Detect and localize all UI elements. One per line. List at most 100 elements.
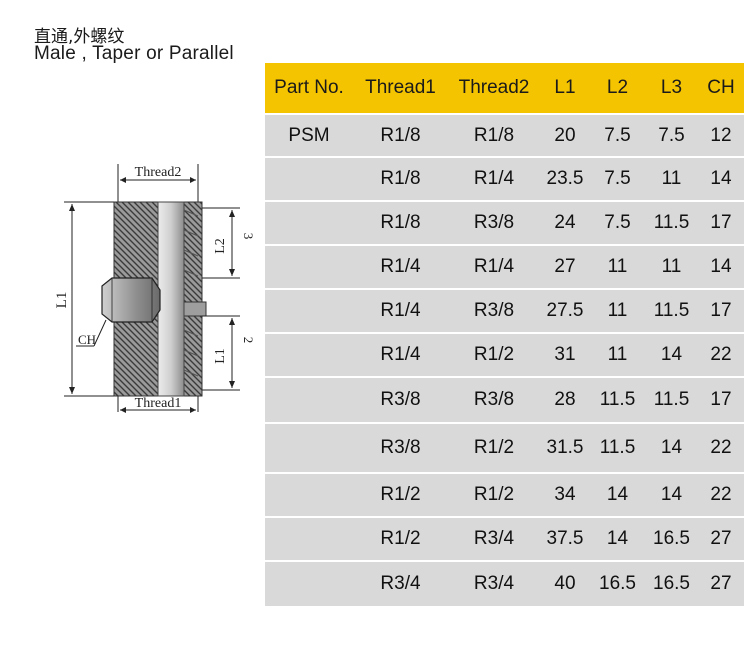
cell-l2: 14 <box>590 474 645 518</box>
cell-ch: 27 <box>698 562 744 606</box>
cell-l2: 11 <box>590 246 645 290</box>
cell-l3: 11.5 <box>645 378 698 424</box>
cell-l1: 23.5 <box>540 158 590 202</box>
title-english: Male , Taper or Parallel <box>34 43 234 64</box>
cell-part-no: PSM <box>265 113 353 158</box>
l3-label: 3 <box>241 233 256 240</box>
cell-l3: 7.5 <box>645 113 698 158</box>
header-thread2: Thread2 <box>448 63 540 113</box>
l1-lower-dimension: L1 2 <box>202 315 256 391</box>
header-l3: L3 <box>645 63 698 113</box>
table-row: R1/2 R3/4 37.5 14 16.5 27 <box>265 518 744 562</box>
ch-label: CH <box>78 332 96 347</box>
l2b-label: 2 <box>241 337 256 344</box>
cell-part-no <box>265 334 353 378</box>
cell-l1: 31.5 <box>540 424 590 474</box>
table-row: R1/2 R1/2 34 14 14 22 <box>265 474 744 518</box>
cell-l2: 11.5 <box>590 424 645 474</box>
cell-ch: 17 <box>698 378 744 424</box>
table-row: R3/4 R3/4 40 16.5 16.5 27 <box>265 562 744 606</box>
cell-thread2: R3/4 <box>448 562 540 606</box>
table-row: R3/8 R1/2 31.5 11.5 14 22 <box>265 424 744 474</box>
cell-ch: 14 <box>698 158 744 202</box>
cell-ch: 22 <box>698 474 744 518</box>
l1-label: L1 <box>54 292 70 309</box>
spec-table: Part No. Thread1 Thread2 L1 L2 L3 CH PSM… <box>265 63 744 606</box>
cell-part-no <box>265 378 353 424</box>
cell-part-no <box>265 202 353 246</box>
cell-thread1: R3/8 <box>353 378 448 424</box>
cell-l2: 11 <box>590 334 645 378</box>
table-row: R1/8 R3/8 24 7.5 11.5 17 <box>265 202 744 246</box>
cell-thread1: R1/2 <box>353 474 448 518</box>
cell-thread1: R1/4 <box>353 290 448 334</box>
header-part-no: Part No. <box>265 63 353 113</box>
cell-l2: 11.5 <box>590 378 645 424</box>
ch-callout: CH <box>76 319 107 347</box>
cell-thread2: R3/4 <box>448 518 540 562</box>
cell-thread2: R1/8 <box>448 113 540 158</box>
cell-l1: 28 <box>540 378 590 424</box>
hex-nut <box>101 277 161 323</box>
cell-l3: 11 <box>645 246 698 290</box>
cell-thread2: R1/2 <box>448 334 540 378</box>
cell-ch: 17 <box>698 290 744 334</box>
cell-l1: 34 <box>540 474 590 518</box>
thread2-dimension: Thread2 <box>117 164 199 202</box>
cell-ch: 27 <box>698 518 744 562</box>
cell-ch: 17 <box>698 202 744 246</box>
cell-part-no <box>265 424 353 474</box>
table-row: PSM R1/8 R1/8 20 7.5 7.5 12 <box>265 113 744 158</box>
cell-thread2: R3/8 <box>448 378 540 424</box>
cell-part-no <box>265 246 353 290</box>
l1-dimension: L1 <box>54 201 114 397</box>
cell-l3: 16.5 <box>645 562 698 606</box>
cell-thread1: R1/4 <box>353 334 448 378</box>
header-l2: L2 <box>590 63 645 113</box>
cell-ch: 22 <box>698 334 744 378</box>
table-row: R1/8 R1/4 23.5 7.5 11 14 <box>265 158 744 202</box>
cell-l1: 27 <box>540 246 590 290</box>
cell-thread1: R1/8 <box>353 158 448 202</box>
cell-l1: 37.5 <box>540 518 590 562</box>
thread1-dimension: Thread1 <box>117 396 199 413</box>
header-thread1: Thread1 <box>353 63 448 113</box>
cell-l2: 16.5 <box>590 562 645 606</box>
cell-l2: 7.5 <box>590 158 645 202</box>
cell-thread1: R1/4 <box>353 246 448 290</box>
cell-thread2: R1/2 <box>448 474 540 518</box>
cell-l2: 14 <box>590 518 645 562</box>
l2-dimension: L2 3 <box>202 207 256 279</box>
cell-l1: 27.5 <box>540 290 590 334</box>
cell-thread2: R1/4 <box>448 246 540 290</box>
cell-part-no <box>265 518 353 562</box>
cell-l1: 31 <box>540 334 590 378</box>
cell-part-no <box>265 562 353 606</box>
cell-l2: 7.5 <box>590 113 645 158</box>
cell-ch: 12 <box>698 113 744 158</box>
cell-l3: 14 <box>645 334 698 378</box>
cell-ch: 22 <box>698 424 744 474</box>
table-header-row: Part No. Thread1 Thread2 L1 L2 L3 CH <box>265 63 744 113</box>
cell-ch: 14 <box>698 246 744 290</box>
cell-thread1: R1/8 <box>353 202 448 246</box>
cell-thread1: R1/2 <box>353 518 448 562</box>
cell-l1: 40 <box>540 562 590 606</box>
l2-label: L2 <box>213 238 228 254</box>
l1b-label: L1 <box>213 348 228 364</box>
cell-thread1: R3/8 <box>353 424 448 474</box>
cell-part-no <box>265 158 353 202</box>
cell-l1: 20 <box>540 113 590 158</box>
title-chinese: 直通,外螺纹 <box>34 27 125 47</box>
table-row: R1/4 R3/8 27.5 11 11.5 17 <box>265 290 744 334</box>
table-row: R1/4 R1/2 31 11 14 22 <box>265 334 744 378</box>
cell-l2: 7.5 <box>590 202 645 246</box>
cell-thread1: R1/8 <box>353 113 448 158</box>
cell-thread2: R1/4 <box>448 158 540 202</box>
cell-l3: 11.5 <box>645 202 698 246</box>
cell-thread2: R3/8 <box>448 202 540 246</box>
header-ch: CH <box>698 63 744 113</box>
cell-thread2: R3/8 <box>448 290 540 334</box>
cell-part-no <box>265 290 353 334</box>
fitting-diagram: Thread2 L1 L2 3 L1 2 <box>54 164 256 413</box>
